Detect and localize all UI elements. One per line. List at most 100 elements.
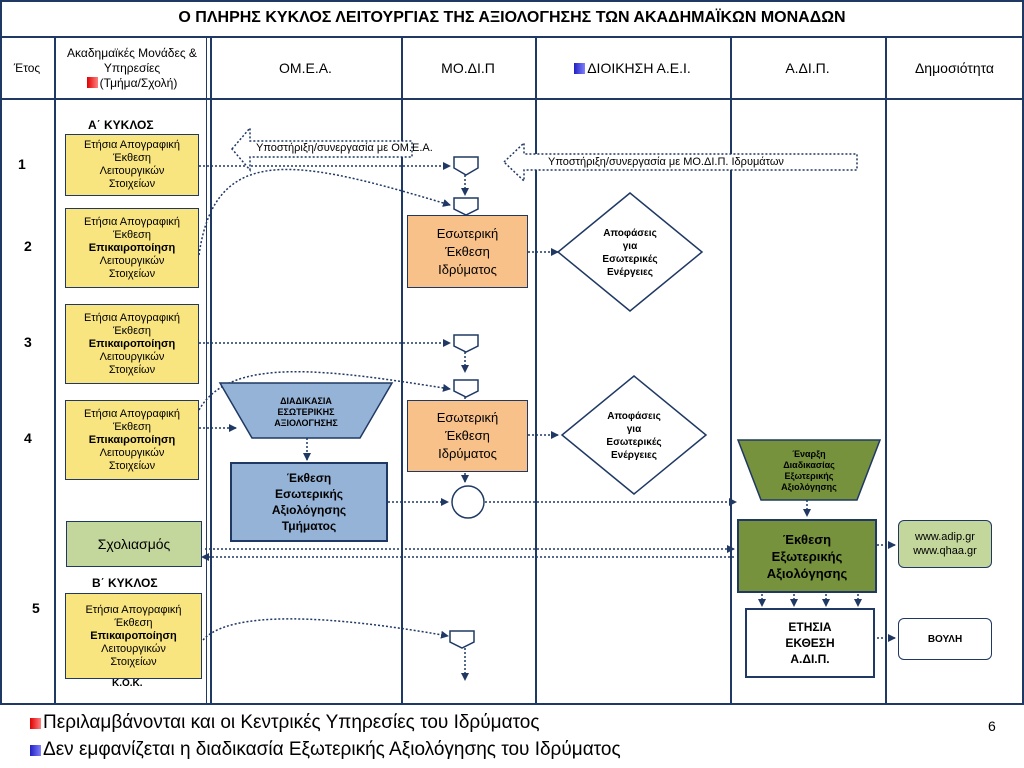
ext-start-line: Αξιολόγησης bbox=[781, 482, 837, 492]
footer-note-1: Περιλαμβάνονται και οι Κεντρικές Υπηρεσί… bbox=[30, 712, 540, 734]
dept-report-line: Αξιολόγησης bbox=[271, 503, 347, 517]
internal-report-box: Εσωτερική Έκθεση Ιδρύματος bbox=[407, 215, 528, 288]
decisions-line: Εσωτερικές bbox=[606, 437, 662, 448]
ext-start-line: Διαδικασίας bbox=[783, 460, 835, 470]
annual-report-text: Έκθεση bbox=[113, 152, 151, 164]
process-trapezoid bbox=[218, 382, 394, 439]
connector-shape bbox=[453, 197, 479, 216]
footer-note-1-text: Περιλαμβάνονται και οι Κεντρικές Υπηρεσί… bbox=[43, 712, 540, 733]
annual-report-text: Ετήσια Απογραφική bbox=[83, 215, 181, 228]
annual-report-text: Λειτουργικών bbox=[101, 642, 166, 655]
annual-report-text: Λειτουργικών bbox=[99, 254, 165, 267]
column-separator bbox=[535, 38, 537, 705]
kok-label: Κ.Ο.Κ. bbox=[112, 678, 143, 689]
internal-report-text: Ιδρύματος bbox=[438, 261, 497, 277]
callout-arrow-modip bbox=[502, 141, 858, 183]
connector-shape bbox=[453, 156, 479, 176]
header-modip: ΜΟ.ΔΙ.Π bbox=[401, 38, 535, 100]
decisions-line: Αποφάσεις bbox=[607, 411, 661, 422]
page-number: 6 bbox=[988, 718, 996, 734]
header-adip: Α.ΔΙ.Π. bbox=[730, 38, 885, 100]
annual-report-box: Ετήσια Απογραφική Έκθεση Επικαιροποίηση … bbox=[65, 208, 199, 288]
internal-report-text: Εσωτερική bbox=[436, 225, 499, 241]
arrow-year4-to-modip bbox=[198, 370, 451, 411]
annual-report-box: Ετήσια Απογραφική Έκθεση Επικαιροποίηση … bbox=[65, 593, 202, 679]
annual-report-update: Επικαιροποίηση bbox=[88, 337, 176, 350]
footer-note-2: Δεν εμφανίζεται η διαδικασία Εξωτερικής … bbox=[30, 739, 621, 761]
annual-report-text: Λειτουργικών bbox=[99, 350, 165, 363]
header-year: Έτος bbox=[0, 38, 54, 100]
annual-adip-line: ΕΚΘΕΣΗ bbox=[785, 636, 835, 650]
annual-report-text: Στοιχείων bbox=[108, 178, 156, 190]
connector-shape bbox=[453, 379, 479, 398]
annual-report-text: Λειτουργικών bbox=[99, 165, 165, 177]
cycle-a-label: Α΄ ΚΥΚΛΟΣ bbox=[88, 118, 154, 132]
year-4: 4 bbox=[24, 430, 32, 446]
column-separator bbox=[210, 38, 212, 705]
decisions-line: για bbox=[622, 241, 638, 252]
annual-report-text: Ετήσια Απογραφική bbox=[83, 407, 181, 420]
header-admin: ΔΙΟΙΚΗΣΗ Α.Ε.Ι. bbox=[535, 38, 730, 100]
column-separator bbox=[730, 38, 732, 705]
red-square-icon bbox=[30, 718, 41, 729]
internal-eval-process-text: ΔΙΑΔΙΚΑΣΙΑ ΕΣΩΤΕΡΙΚΗΣ ΑΞΙΟΛΟΓΗΣΗΣ bbox=[252, 394, 360, 430]
decisions-line: Αποφάσεις bbox=[603, 228, 657, 239]
connector-shape bbox=[449, 630, 475, 649]
annual-report-text: Στοιχείων bbox=[108, 363, 156, 376]
annual-report-text: Ετήσια Απογραφική bbox=[85, 603, 182, 616]
header-public: Δημοσιότητα bbox=[885, 38, 1024, 100]
annual-report-box: Ετήσια Απογραφική Έκθεση Επικαιροποίηση … bbox=[65, 400, 199, 480]
header-units-line: Ακαδημαϊκές Μονάδες & bbox=[67, 45, 197, 60]
dept-report-box: Έκθεση Εσωτερικής Αξιολόγησης Τμήματος bbox=[230, 462, 388, 542]
callout-arrow-omea bbox=[231, 125, 413, 173]
annual-report-update: Επικαιροποίηση bbox=[88, 433, 176, 446]
decision-diamond bbox=[560, 375, 708, 495]
internal-eval-line: ΕΣΩΤΕΡΙΚΗΣ bbox=[277, 406, 335, 417]
annual-report-text: Στοιχείων bbox=[108, 459, 156, 472]
merge-circle bbox=[451, 485, 485, 519]
annual-report-text: Έκθεση bbox=[113, 420, 151, 433]
internal-report-text: Έκθεση bbox=[445, 243, 490, 259]
ext-report-line: Αξιολόγησης bbox=[766, 565, 848, 581]
decisions-line: Ενέργειες bbox=[607, 267, 653, 278]
internal-report-text: Έκθεση bbox=[445, 428, 490, 443]
annual-report-text: Λειτουργικών bbox=[99, 446, 165, 459]
red-square-icon bbox=[86, 76, 98, 88]
decisions-text: Αποφάσεις για Εσωτερικές Ενέργειες bbox=[589, 409, 679, 463]
annual-report-box: Ετήσια Απογραφική Έκθεση Επικαιροποίηση … bbox=[65, 304, 199, 384]
annual-report-box: Ετήσια Απογραφική Έκθεση Λειτουργικών Στ… bbox=[65, 134, 199, 196]
internal-report-box: Εσωτερική Έκθεση Ιδρύματος bbox=[407, 400, 528, 472]
connector-shape bbox=[453, 334, 479, 353]
ext-report-line: Έκθεση bbox=[782, 531, 832, 547]
web-link[interactable]: www.adip.gr bbox=[915, 531, 975, 543]
support-modip-text: Υποστήριξη/συνεργασία με ΜΟ.ΔΙ.Π. Ιδρυμά… bbox=[548, 156, 784, 168]
decision-diamond bbox=[556, 192, 704, 312]
header-units: Ακαδημαϊκές Μονάδες & Υπηρεσίες (Τμήμα/Σ… bbox=[54, 38, 210, 100]
column-separator bbox=[206, 38, 207, 705]
internal-eval-line: ΔΙΑΔΙΚΑΣΙΑ bbox=[280, 395, 332, 406]
blue-square-icon bbox=[30, 745, 41, 756]
ext-report-box: Έκθεση Εξωτερικής Αξιολόγησης bbox=[737, 519, 877, 593]
annual-report-text: Στοιχείων bbox=[110, 655, 157, 668]
column-separator bbox=[54, 38, 56, 705]
year-2: 2 bbox=[24, 238, 32, 254]
header-units-line: Υπηρεσίες bbox=[103, 60, 161, 75]
web-link[interactable]: www.qhaa.gr bbox=[913, 545, 977, 557]
blue-square-icon bbox=[574, 62, 586, 74]
footer-note-2-text: Δεν εμφανίζεται η διαδικασία Εξωτερικής … bbox=[43, 739, 621, 760]
year-5: 5 bbox=[32, 600, 40, 616]
decisions-line: Ενέργειες bbox=[611, 450, 657, 461]
decisions-line: Εσωτερικές bbox=[602, 254, 658, 265]
dept-report-line: Εσωτερικής bbox=[274, 487, 344, 501]
ext-start-line: Έναρξη bbox=[792, 449, 826, 459]
diagram-frame bbox=[0, 0, 1024, 705]
annual-report-update: Επικαιροποίηση bbox=[88, 241, 176, 254]
internal-report-text: Εσωτερική bbox=[436, 410, 499, 425]
support-omea-text: Υποστήριξη/συνεργασία με ΟΜ.Ε.Α. bbox=[256, 142, 433, 154]
year-3: 3 bbox=[24, 334, 32, 350]
web-links-box: www.adip.gr www.qhaa.gr bbox=[898, 520, 992, 568]
column-separator bbox=[885, 38, 887, 705]
connectors-layer bbox=[198, 125, 896, 681]
annual-report-text: Ετήσια Απογραφική bbox=[83, 139, 181, 151]
header-units-line: (Τμήμα/Σχολή) bbox=[86, 76, 177, 91]
